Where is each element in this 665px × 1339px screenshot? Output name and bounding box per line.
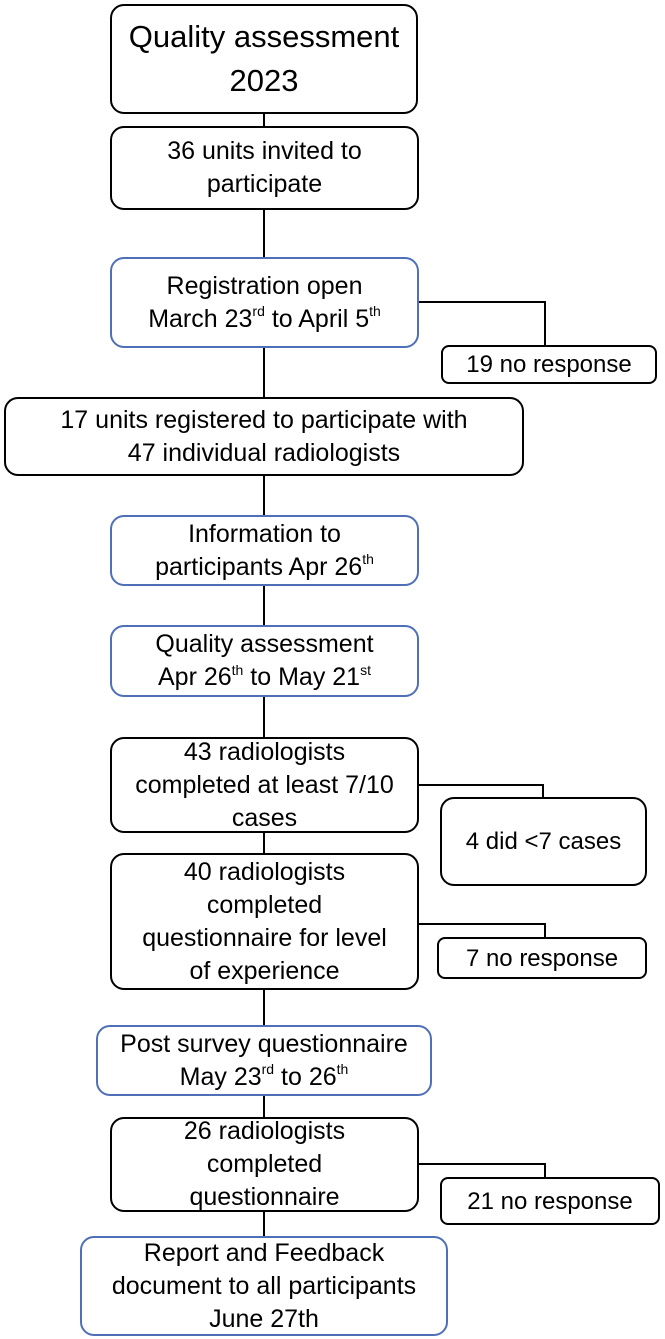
completed-cases-line-1: 43 radiologists (183, 737, 346, 766)
registration-no-response-box: 19 no response (441, 345, 657, 384)
completed-cases-box: 43 radiologists completed at least 7/10 … (110, 737, 419, 833)
information-line-1: Information to (188, 519, 341, 548)
invited-line-1: 36 units invited to (167, 137, 362, 165)
completed-cases-line-2: completed at least 7/10 (135, 770, 394, 799)
experience-line-1: 40 radiologists (183, 857, 346, 886)
connector-experience-noresponse (419, 923, 546, 937)
title-line-2: 2023 (229, 63, 299, 98)
post-no-response-text: 21 no response (467, 1187, 633, 1215)
invited-box: 36 units invited to participate (110, 126, 419, 210)
post-survey-line-2: May 23rd to 26th (179, 1061, 349, 1091)
registration-box: Registration open March 23rd to April 5t… (110, 257, 419, 348)
title-line-1: Quality assessment (128, 19, 400, 54)
connector-postcompleted-noresponse (419, 1163, 546, 1177)
completed-cases-line-3: cases (231, 803, 298, 832)
information-box: Information to participants Apr 26th (110, 515, 419, 586)
connector-registration-noresponse (419, 301, 546, 345)
registered-line-1: 17 units registered to participate with (60, 405, 468, 434)
experience-line-4: of experience (189, 956, 340, 985)
post-completed-line-2: completed (206, 1150, 323, 1178)
fewer-cases-text: 4 did <7 cases (465, 828, 622, 855)
report-line-3: June 27th (209, 1304, 319, 1333)
registration-no-response-text: 19 no response (466, 351, 632, 378)
post-survey-line-1: Post survey questionnaire (120, 1029, 408, 1058)
registration-line-2: March 23rd to April 5th (148, 303, 381, 333)
fewer-cases-box: 4 did <7 cases (440, 797, 647, 886)
connector-completed-fewer (419, 784, 544, 797)
experience-line-2: completed (206, 890, 323, 919)
experience-no-response-text: 7 no response (465, 944, 619, 972)
registered-line-2: 47 individual radiologists (127, 438, 401, 467)
qa-period-line-1: Quality assessment (155, 630, 374, 658)
qa-period-line-2: Apr 26th to May 21st (158, 661, 371, 691)
experience-no-response-box: 7 no response (437, 937, 647, 979)
experience-line-3: questionnaire for level (142, 923, 387, 952)
invited-line-2: participate (206, 170, 323, 198)
experience-box: 40 radiologists completed questionnaire … (110, 853, 419, 990)
report-box: Report and Feedback document to all part… (80, 1236, 448, 1336)
post-completed-box: 26 radiologists completed questionnaire (110, 1117, 419, 1212)
information-line-2: participants Apr 26th (155, 551, 374, 581)
report-line-1: Report and Feedback (143, 1238, 385, 1267)
report-line-2: document to all participants (111, 1271, 417, 1300)
registration-line-1: Registration open (166, 271, 363, 300)
title-box: Quality assessment 2023 (110, 4, 418, 114)
post-no-response-box: 21 no response (440, 1177, 660, 1225)
post-survey-box: Post survey questionnaire May 23rd to 26… (96, 1025, 432, 1096)
post-completed-line-3: questionnaire (189, 1183, 340, 1211)
post-completed-line-1: 26 radiologists (183, 1117, 346, 1145)
registered-box: 17 units registered to participate with … (4, 397, 524, 476)
qa-period-box: Quality assessment Apr 26th to May 21st (110, 625, 419, 697)
